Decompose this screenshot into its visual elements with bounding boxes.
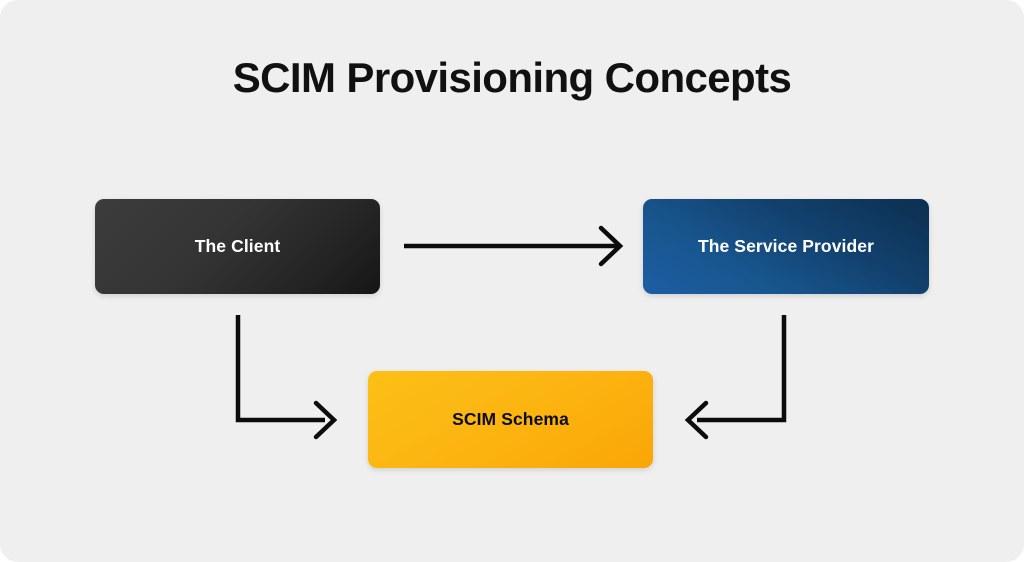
- arrow-shaft: [235, 315, 325, 423]
- arrow-shaft: [697, 315, 787, 423]
- node-the-service-provider[interactable]: The Service Provider: [643, 199, 929, 294]
- arrow-service-provider-to-scim-schema: [684, 315, 787, 440]
- arrow-client-to-service-provider: [404, 225, 624, 267]
- arrow-head-right-icon: [598, 225, 624, 267]
- node-label: SCIM Schema: [452, 408, 569, 429]
- node-label: The Client: [194, 235, 281, 256]
- arrow-head-right-icon: [313, 400, 338, 440]
- node-the-client[interactable]: The Client: [95, 199, 380, 294]
- arrow-head-left-icon: [684, 400, 709, 440]
- arrow-client-to-scim-schema: [235, 315, 338, 440]
- page-title: SCIM Provisioning Concepts: [232, 54, 792, 101]
- node-scim-schema[interactable]: SCIM Schema: [368, 371, 653, 468]
- node-label: The Service Provider: [697, 235, 875, 256]
